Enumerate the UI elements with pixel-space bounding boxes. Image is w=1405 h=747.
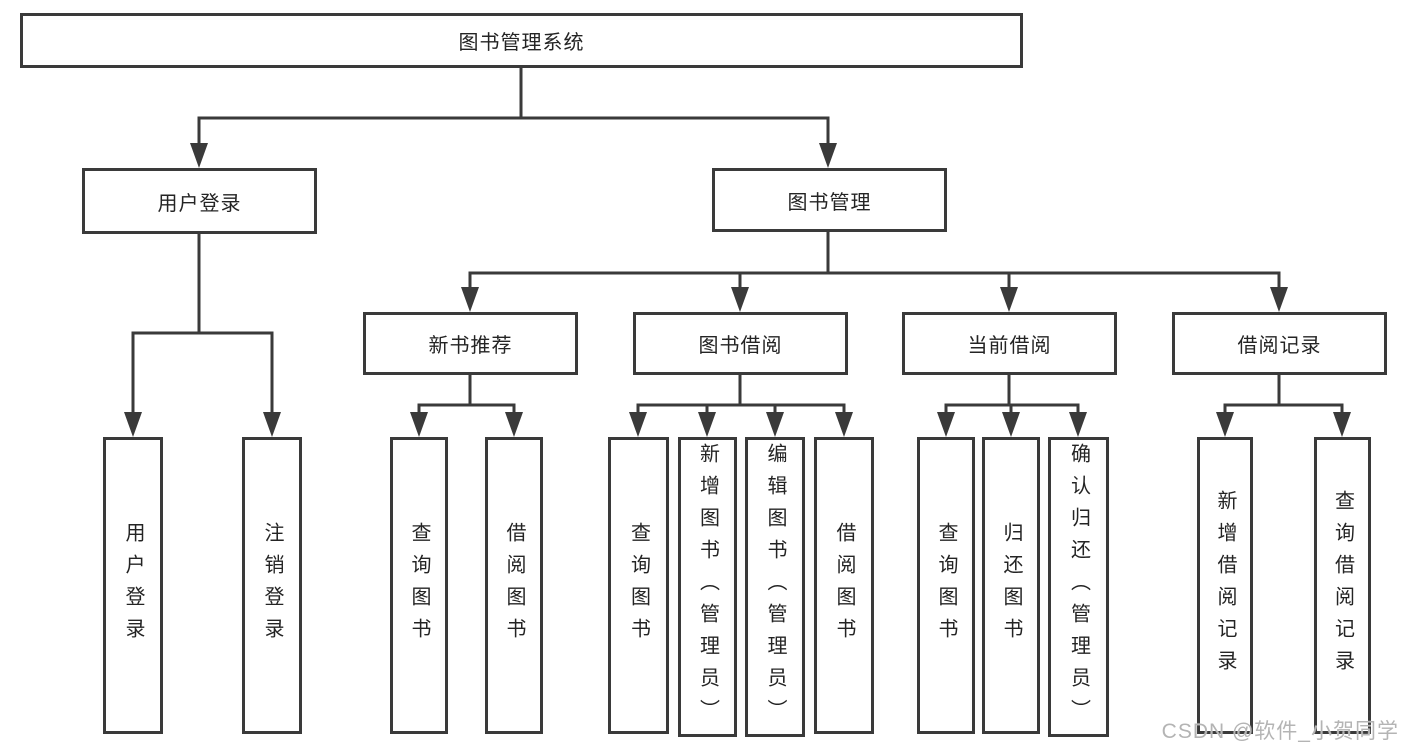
- node-root: 图书管理系统: [20, 13, 1023, 68]
- leaf-edit-books-admin-label: 编辑图书（管理员）: [764, 443, 786, 731]
- leaf-edit-books-admin: 编辑图书（管理员）: [745, 437, 805, 737]
- leaf-return-books: 归还图书: [982, 437, 1040, 734]
- leaf-query-borrow-record: 查询借阅记录: [1314, 437, 1371, 734]
- leaf-borrow-books-1-label: 借阅图书: [503, 521, 525, 650]
- node-current-borrowing: 当前借阅: [902, 312, 1117, 375]
- node-book-borrowing-label: 图书借阅: [698, 335, 783, 357]
- node-book-management-label: 图书管理: [787, 191, 872, 214]
- node-borrowing-records: 借阅记录: [1172, 312, 1387, 375]
- leaf-confirm-return-admin: 确认归还（管理员）: [1048, 437, 1109, 737]
- leaf-borrow-books-2: 借阅图书: [814, 437, 874, 734]
- leaf-return-books-label: 归还图书: [1000, 521, 1022, 650]
- node-user-login: 用户登录: [82, 168, 317, 234]
- leaf-query-books-2: 查询图书: [608, 437, 669, 734]
- leaf-query-books-3-label: 查询图书: [935, 521, 957, 650]
- leaf-logout: 注销登录: [242, 437, 302, 734]
- node-user-login-label: 用户登录: [157, 192, 242, 215]
- leaf-query-books-3: 查询图书: [917, 437, 975, 734]
- leaf-confirm-return-admin-label: 确认归还（管理员）: [1067, 443, 1090, 731]
- leaf-add-borrow-record: 新增借阅记录: [1197, 437, 1253, 734]
- leaf-query-books-1-label: 查询图书: [408, 521, 430, 650]
- leaf-user-login-label: 用户登录: [122, 521, 144, 650]
- leaf-logout-label: 注销登录: [261, 521, 283, 650]
- node-new-book-recommend: 新书推荐: [363, 312, 578, 375]
- node-root-label: 图书管理系统: [458, 32, 585, 54]
- leaf-query-books-1: 查询图书: [390, 437, 448, 734]
- node-book-management: 图书管理: [712, 168, 947, 232]
- leaf-add-books-admin: 新增图书（管理员）: [678, 437, 737, 737]
- node-borrowing-records-label: 借阅记录: [1237, 335, 1322, 357]
- leaf-borrow-books-2-label: 借阅图书: [833, 521, 855, 650]
- leaf-borrow-books-1: 借阅图书: [485, 437, 543, 734]
- leaf-add-books-admin-label: 新增图书（管理员）: [696, 443, 719, 731]
- node-new-book-recommend-label: 新书推荐: [428, 335, 513, 357]
- node-book-borrowing: 图书借阅: [633, 312, 848, 375]
- leaf-query-borrow-record-label: 查询借阅记录: [1331, 489, 1354, 682]
- csdn-watermark: CSDN @软件_小贺同学: [1161, 720, 1399, 743]
- leaf-query-books-2-label: 查询图书: [627, 521, 650, 650]
- leaf-user-login: 用户登录: [103, 437, 163, 734]
- leaf-add-borrow-record-label: 新增借阅记录: [1214, 489, 1236, 682]
- node-current-borrowing-label: 当前借阅: [967, 335, 1052, 357]
